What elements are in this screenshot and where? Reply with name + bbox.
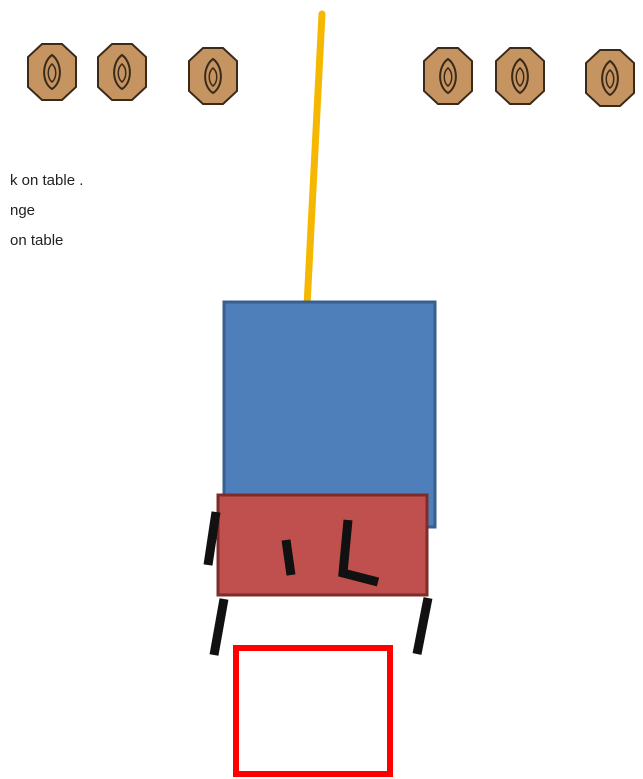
center-mark-short [286,540,291,575]
nut-token-icon [189,48,237,104]
note-line-2: nge [10,202,35,219]
red-block [218,495,427,595]
nut-token-icon [28,44,76,100]
nut-token-icon [98,44,146,100]
nut-token-icon [586,50,634,106]
note-line-3: on table [10,232,63,249]
left-upper-leg [208,512,216,565]
yellow-rope [307,14,322,306]
left-lower-leg [214,599,224,655]
token-row [28,44,634,106]
red-target-outline [236,648,390,774]
note-line-1: k on table . [10,172,83,189]
blue-block [224,302,435,527]
nut-token-icon [496,48,544,104]
right-lower-leg [417,598,428,654]
nut-token-icon [424,48,472,104]
